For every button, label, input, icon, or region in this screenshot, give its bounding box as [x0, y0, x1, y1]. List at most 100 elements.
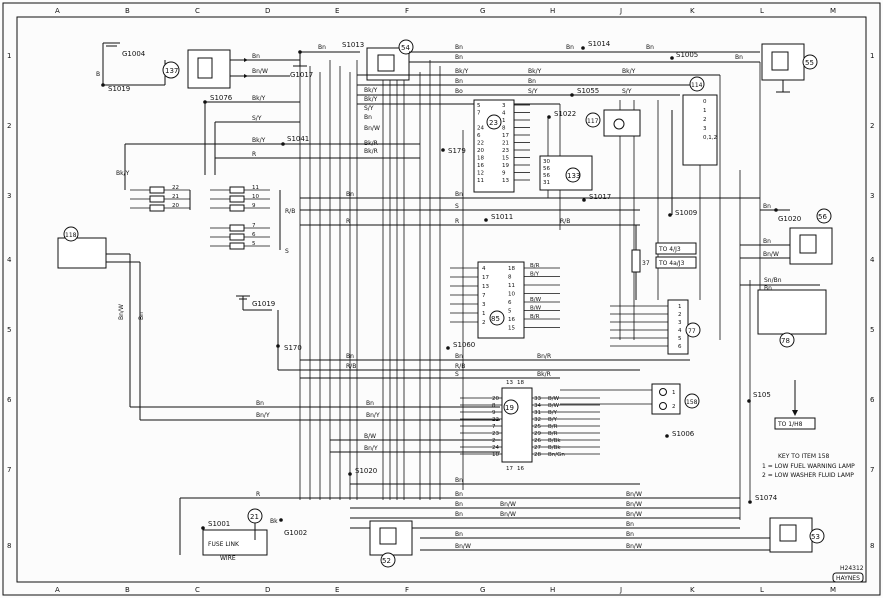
- pin-label: 8: [502, 126, 506, 132]
- reference-boxes: TO 4/J3 TO 4a/J3 TO 1/H8: [655, 242, 816, 430]
- fuse-number: 20: [172, 203, 179, 209]
- splice-label-s1005: S1005: [676, 51, 698, 59]
- grid-col-label: L: [760, 7, 764, 15]
- fuse: [149, 186, 165, 194]
- wire-label: R: [256, 491, 260, 498]
- row3-harness: Bn Bn S R R S1017 S1011 R/B S1009: [300, 191, 760, 226]
- wire-label: Bn: [346, 191, 354, 198]
- wire-label: Bk: [270, 518, 278, 525]
- wire-label: Bn: [566, 44, 574, 51]
- wire-label: Bk/Y: [252, 95, 266, 102]
- grid-col-label: D: [265, 586, 270, 594]
- wire-label: Bk/Y: [364, 96, 378, 103]
- grid-col-label: J: [619, 586, 622, 594]
- fuse: [149, 204, 165, 212]
- grid-col-label: H: [550, 7, 555, 15]
- wire-label: B/W: [548, 403, 560, 409]
- pin-label: 16: [508, 317, 515, 323]
- wire-label: S: [285, 248, 289, 255]
- pin-label: 25: [534, 424, 541, 430]
- grid-row-label: 1: [7, 52, 11, 60]
- pin-label: 17: [502, 133, 509, 139]
- pin-label: 22: [477, 141, 484, 147]
- component-label-85: 85: [491, 315, 500, 323]
- wire-label: Sn/Bn: [764, 277, 782, 284]
- pin-label: 30: [543, 159, 550, 165]
- grid-col-label: M: [830, 586, 836, 594]
- splice-label-s1017: S1017: [589, 193, 611, 201]
- grid-row-label: 4: [870, 256, 875, 264]
- wire-label: Bn/W: [455, 543, 471, 550]
- wire-label: Bn/W: [500, 501, 516, 508]
- pin-label: 2: [703, 117, 707, 123]
- component-label-53: 53: [811, 533, 820, 541]
- wire-label: B/Bk: [548, 445, 561, 451]
- wire-label: Bn: [455, 511, 463, 518]
- wire-label: Bn: [735, 54, 743, 61]
- splice-label-s1006: S1006: [672, 430, 695, 438]
- pin-label: 20: [492, 396, 499, 402]
- wire-label: Bn: [138, 312, 145, 320]
- wire-label: R/B: [560, 218, 570, 225]
- key-title: KEY TO ITEM 158: [778, 453, 830, 460]
- pin-label: 7: [477, 111, 481, 117]
- pin-label: 21: [502, 141, 509, 147]
- wire-label: Bn: [455, 78, 463, 85]
- component-label-54: 54: [401, 44, 410, 52]
- splice-label-s1013: S1013: [342, 41, 364, 49]
- wire-label: Bn: [763, 203, 771, 210]
- component-label-117: 117: [587, 118, 599, 125]
- pin-label: 13: [502, 178, 509, 184]
- grid-col-label: K: [690, 7, 695, 15]
- component-label-19: 19: [505, 404, 514, 412]
- wire-label: Bn: [626, 521, 634, 528]
- fuse-link-label: FUSE LINK: [208, 541, 240, 548]
- fuse-number: 10: [252, 194, 259, 200]
- grid-row-label: 2: [7, 122, 11, 130]
- wire-label: Bn/W: [626, 511, 642, 518]
- wire-label: Bn: [252, 53, 260, 60]
- wire-label: Bn/W: [500, 511, 516, 518]
- component-label-21: 21: [250, 513, 259, 521]
- splice-label-s1074: S1074: [755, 494, 778, 502]
- wire-label: Bk/R: [537, 371, 551, 378]
- grid-col-label: E: [335, 7, 339, 15]
- pin-label: 24: [492, 445, 499, 451]
- wire-label: Bn: [455, 191, 463, 198]
- grid-row-label: 5: [7, 326, 11, 334]
- grid-col-label: F: [405, 7, 409, 15]
- pin-label: 2: [672, 404, 676, 410]
- grid-row-label: 8: [7, 542, 11, 550]
- grid-col-label: L: [760, 586, 764, 594]
- wire-label: Bn: [455, 44, 463, 51]
- splice-label-s170: S170: [284, 344, 302, 352]
- ground-label-g1017: G1017: [290, 71, 313, 79]
- wire-label: B/W: [530, 297, 542, 303]
- wire-label: B/Y: [530, 272, 540, 278]
- wire-label: B/Y: [548, 417, 558, 423]
- wire-label: Bo: [455, 88, 463, 95]
- pin-label: 15: [508, 326, 515, 332]
- grid-col-label: M: [830, 7, 836, 15]
- pin-label: 9: [492, 410, 496, 416]
- wire-label: Bn: [455, 491, 463, 498]
- wire-label: Bn/Y: [364, 445, 378, 452]
- inner-frame: [16, 16, 867, 583]
- pin-label: 6: [678, 344, 682, 350]
- wire-label: S/Y: [252, 115, 262, 122]
- pin-label: 18: [477, 156, 484, 162]
- wire-label: S/Y: [622, 88, 632, 95]
- relay-block-1: Bn Bn/W: [187, 49, 268, 89]
- wire-label: Bn: [455, 54, 463, 61]
- pin-label: 3: [482, 302, 486, 308]
- wire-label: S/Y: [364, 105, 374, 112]
- component-label-114: 114: [691, 82, 703, 89]
- pin-label: 24: [477, 126, 484, 132]
- pin-label: 31: [543, 180, 550, 186]
- wire-label: Bn/W: [252, 68, 268, 75]
- pin-label: 11: [508, 283, 515, 289]
- grid-row-label: 3: [870, 192, 874, 200]
- vertical-bus: [299, 60, 761, 520]
- wire-label: B/Y: [548, 410, 558, 416]
